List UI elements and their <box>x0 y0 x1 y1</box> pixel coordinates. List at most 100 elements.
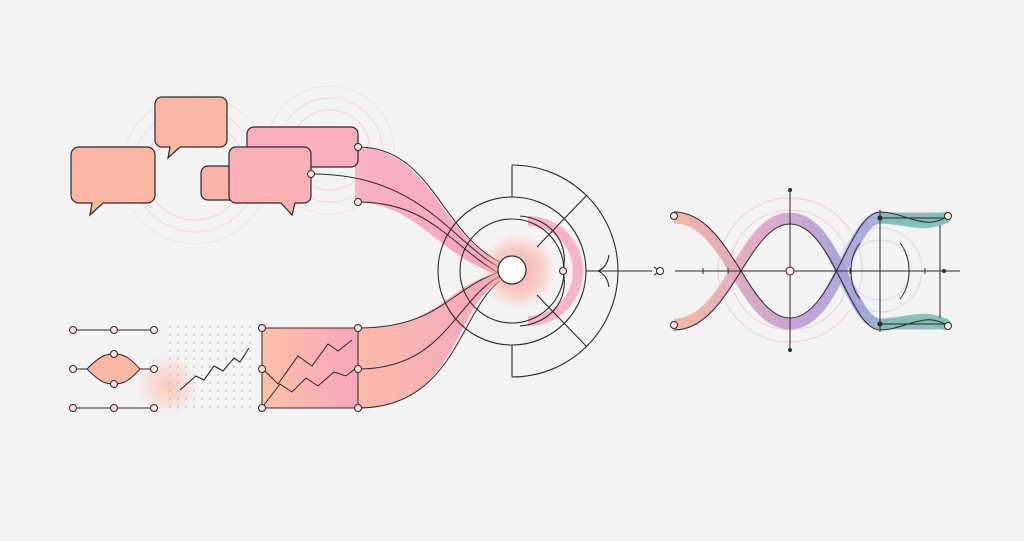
grid-dot <box>185 374 187 376</box>
grid-dot <box>217 406 219 408</box>
grid-dot <box>217 334 219 336</box>
grid-dot <box>193 390 195 392</box>
grid-dot <box>185 406 187 408</box>
grid-dot <box>209 406 211 408</box>
grid-dot <box>225 374 227 376</box>
ribbon-bottom <box>358 272 500 408</box>
grid-dot <box>177 358 179 360</box>
grid-dot <box>233 382 235 384</box>
grid-dot <box>249 390 251 392</box>
grid-dot <box>185 398 187 400</box>
grid-dot <box>177 406 179 408</box>
grid-dot <box>201 382 203 384</box>
grid-dot <box>249 366 251 368</box>
grid-dot <box>217 358 219 360</box>
grid-dot <box>201 374 203 376</box>
grid-dot <box>193 374 195 376</box>
grid-dot <box>217 342 219 344</box>
grid-dot <box>185 382 187 384</box>
grid-dot <box>169 366 171 368</box>
grid-dot <box>193 342 195 344</box>
grid-dot <box>193 398 195 400</box>
grid-dot <box>209 350 211 352</box>
grid-dot <box>193 334 195 336</box>
grid-dot <box>177 326 179 328</box>
line-chart-icon <box>258 324 362 412</box>
network-graph-icon <box>69 326 158 412</box>
grid-dot <box>233 398 235 400</box>
grid-dot <box>169 374 171 376</box>
speech-bubble-icon <box>70 146 156 217</box>
grid-dot <box>249 398 251 400</box>
grid-dot <box>233 406 235 408</box>
grid-dot <box>217 382 219 384</box>
grid-dot <box>217 350 219 352</box>
grid-dot <box>249 358 251 360</box>
trend-line-icon <box>179 347 250 391</box>
grid-dot <box>241 374 243 376</box>
grid-dot <box>169 326 171 328</box>
grid-dot <box>169 398 171 400</box>
grid-dot <box>201 366 203 368</box>
grid-dot <box>177 366 179 368</box>
helix-icon <box>670 188 960 352</box>
grid-dot <box>185 342 187 344</box>
grid-dot <box>241 350 243 352</box>
grid-dot <box>225 398 227 400</box>
grid-dot <box>201 334 203 336</box>
grid-dot <box>185 350 187 352</box>
grid-dot <box>217 326 219 328</box>
grid-dot <box>209 390 211 392</box>
grid-dot <box>201 326 203 328</box>
grid-dot <box>177 398 179 400</box>
grid-dot <box>185 334 187 336</box>
grid-dot <box>217 398 219 400</box>
grid-dot <box>241 390 243 392</box>
data-sources-group <box>69 271 501 417</box>
grid-dot <box>177 334 179 336</box>
grid-dot <box>201 398 203 400</box>
speech-bubble-icon <box>228 146 312 217</box>
grid-dot <box>225 406 227 408</box>
grid-dot <box>193 406 195 408</box>
grid-dot <box>209 334 211 336</box>
grid-dot <box>201 350 203 352</box>
grid-dot <box>233 390 235 392</box>
grid-dot <box>249 342 251 344</box>
grid-dot <box>193 366 195 368</box>
grid-dot <box>249 406 251 408</box>
grid-dot <box>209 358 211 360</box>
grid-dot <box>169 342 171 344</box>
grid-dot <box>169 350 171 352</box>
grid-dot <box>177 382 179 384</box>
grid-dot <box>233 374 235 376</box>
grid-dot <box>169 382 171 384</box>
grid-dot <box>193 350 195 352</box>
grid-dot <box>201 406 203 408</box>
grid-dot <box>169 390 171 392</box>
grid-dot <box>249 326 251 328</box>
grid-dot <box>225 334 227 336</box>
grid-dot <box>233 366 235 368</box>
grid-dot <box>185 366 187 368</box>
grid-dot <box>249 374 251 376</box>
grid-dot <box>233 350 235 352</box>
grid-dot <box>249 334 251 336</box>
grid-dot <box>241 406 243 408</box>
speech-bubble-icon <box>154 96 228 160</box>
grid-dot <box>217 374 219 376</box>
dot-grid <box>169 326 251 408</box>
grid-dot <box>241 334 243 336</box>
grid-dot <box>177 342 179 344</box>
grid-dot <box>225 326 227 328</box>
grid-dot <box>249 382 251 384</box>
grid-dot <box>209 366 211 368</box>
grid-dot <box>249 350 251 352</box>
grid-dot <box>241 366 243 368</box>
grid-dot <box>193 382 195 384</box>
grid-dot <box>241 382 243 384</box>
grid-dot <box>209 382 211 384</box>
grid-dot <box>209 398 211 400</box>
grid-dot <box>241 326 243 328</box>
soft-glow <box>136 353 200 417</box>
